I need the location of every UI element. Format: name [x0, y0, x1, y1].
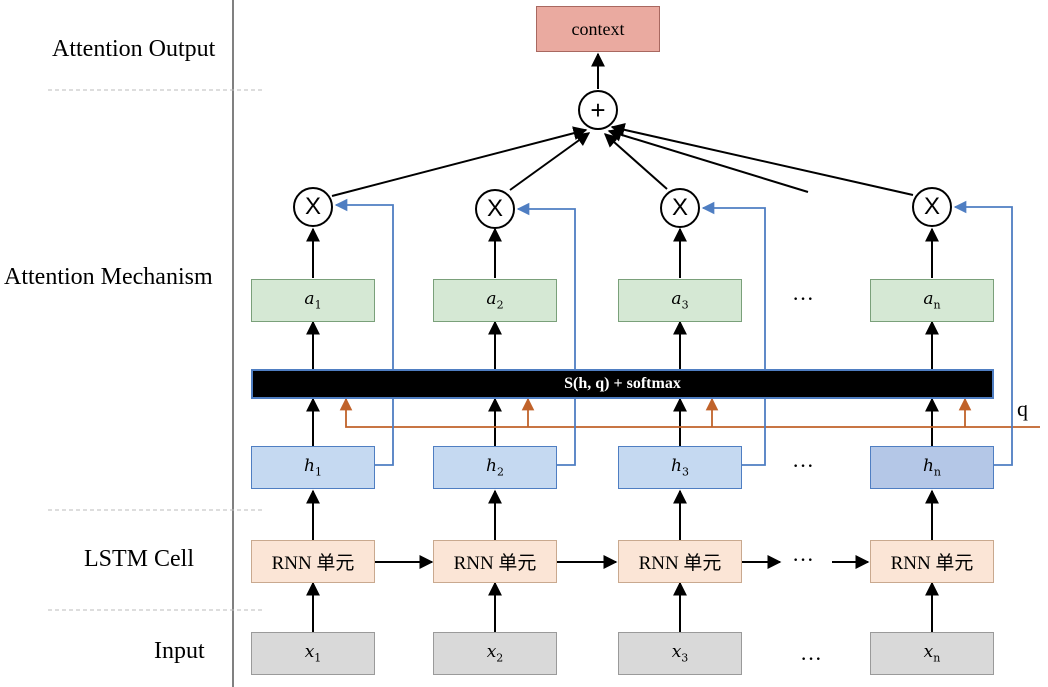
multiply-node-n: X: [912, 187, 952, 227]
hidden-state-n: hn: [870, 446, 994, 489]
score-softmax-bar: S(h, q) + softmax: [251, 369, 994, 399]
multiply-node-1: X: [293, 187, 333, 227]
attention-weight-n: an: [870, 279, 994, 322]
input-token-2: x2: [433, 632, 557, 675]
layer-label-mechanism: Attention Mechanism: [4, 264, 213, 290]
arrow-multn-sum: [610, 122, 914, 196]
multiply-node-2: X: [475, 189, 515, 229]
skip-h2-mult: [516, 202, 576, 466]
layer-label-lstm: LSTM Cell: [84, 546, 195, 572]
arrow-mult2-sum: [509, 132, 591, 191]
layer-label-output: Attention Output: [52, 36, 216, 62]
skip-h3-mult: [701, 201, 766, 466]
query-line: [339, 397, 1040, 428]
input-token-n: xn: [870, 632, 994, 675]
input-token-3: x3: [618, 632, 742, 675]
input-token-1: x1: [251, 632, 375, 675]
multiply-node-3: X: [660, 188, 700, 228]
attention-weight-2: a2: [433, 279, 557, 322]
context-box: context: [536, 6, 660, 52]
attention-weight-3: a3: [618, 279, 742, 322]
rnn-cell-3: RNN 单元: [618, 540, 742, 583]
skip-hn-mult: [953, 200, 1013, 466]
hidden-state-3: h3: [618, 446, 742, 489]
rnn-cell-n: RNN 单元: [870, 540, 994, 583]
arrow-mult1-sum: [331, 126, 588, 197]
skip-h1-mult: [334, 198, 394, 466]
arrow-dots-sum: [607, 128, 809, 193]
ellipsis-hidden: ···: [792, 453, 814, 478]
hidden-state-1: h1: [251, 446, 375, 489]
ellipsis-input: ···: [800, 646, 822, 671]
ellipsis-rnn: ···: [792, 547, 814, 572]
hidden-state-2: h2: [433, 446, 557, 489]
query-label: q: [1017, 396, 1028, 421]
arrow-mult3-sum: [603, 133, 668, 190]
rnn-cell-2: RNN 单元: [433, 540, 557, 583]
sum-node: +: [578, 90, 618, 130]
attention-weight-1: a1: [251, 279, 375, 322]
ellipsis-attention: ···: [792, 286, 814, 311]
rnn-cell-1: RNN 单元: [251, 540, 375, 583]
layer-label-input: Input: [154, 638, 205, 664]
